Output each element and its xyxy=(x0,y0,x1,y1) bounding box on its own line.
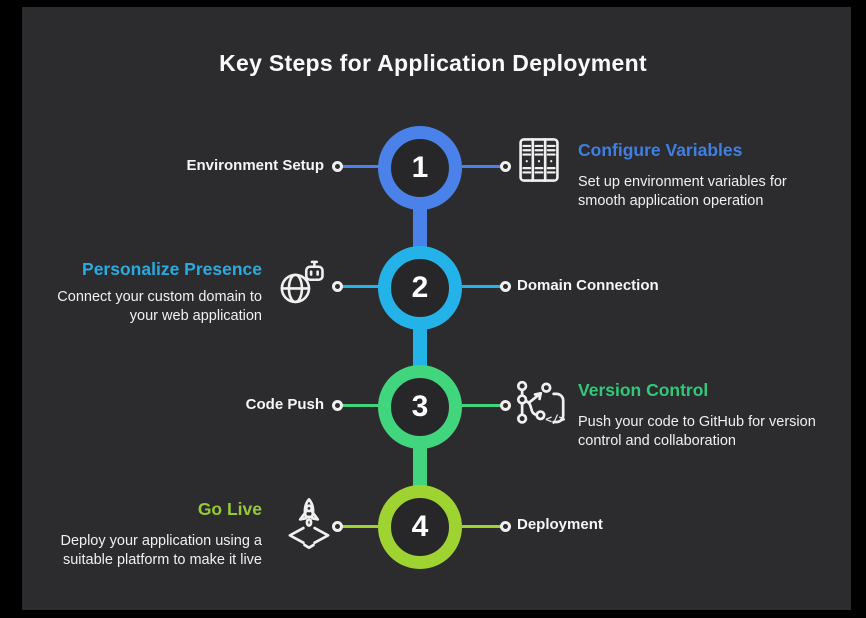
step-3-heading: Version Control xyxy=(578,380,709,400)
step-1-left-endpoint xyxy=(332,161,343,172)
git-branch-icon: </> xyxy=(512,377,566,431)
step-2-description: Connect your custom domain to your web a… xyxy=(57,289,262,324)
server-rack-icon xyxy=(513,134,565,186)
svg-text:</>: </> xyxy=(545,413,566,426)
page-title: Key Steps for Application Deployment xyxy=(219,50,647,76)
step-1-left-line xyxy=(341,165,379,168)
step-1-number: 1 xyxy=(411,151,429,184)
step-3-right-line xyxy=(462,404,501,407)
step-4-heading: Go Live xyxy=(197,499,262,519)
step-2-number: 2 xyxy=(411,271,429,304)
step-2-right-line xyxy=(462,285,501,288)
step-3-circle: 3 xyxy=(378,365,462,449)
step-4-left-endpoint xyxy=(332,521,343,532)
step-3-label: Code Push xyxy=(245,396,324,413)
step-3-left-endpoint xyxy=(332,400,343,411)
step-2-right-endpoint xyxy=(500,281,511,292)
step-4-description: Deploy your application using a suitable… xyxy=(60,533,262,568)
step-1-description: Set up environment variables for smooth … xyxy=(578,174,787,209)
step-4-number: 4 xyxy=(411,510,429,543)
step-2-label: Domain Connection xyxy=(517,277,659,294)
step-1-circle: 1 xyxy=(378,126,462,210)
step-4-right-line xyxy=(462,525,501,528)
step-3-number: 3 xyxy=(411,390,429,423)
step-4-right-endpoint xyxy=(500,521,511,532)
step-2-left-endpoint xyxy=(332,281,343,292)
step-4-left-line xyxy=(341,525,379,528)
step-1-label: Environment Setup xyxy=(186,157,324,174)
step-1-right-line xyxy=(462,165,501,168)
step-2-left-line xyxy=(341,285,379,288)
step-2-circle: 2 xyxy=(378,246,462,330)
step-3-right-endpoint xyxy=(500,400,511,411)
step-1-right-endpoint xyxy=(500,161,511,172)
step-4-label: Deployment xyxy=(517,516,603,533)
rocket-launch-icon xyxy=(282,496,336,550)
step-3-description: Push your code to GitHub for version con… xyxy=(578,414,816,449)
step-2-heading: Personalize Presence xyxy=(82,259,262,279)
step-1-heading: Configure Variables xyxy=(578,140,743,160)
step-4-circle: 4 xyxy=(378,485,462,569)
globe-bot-icon xyxy=(277,257,329,309)
step-3-left-line xyxy=(341,404,379,407)
